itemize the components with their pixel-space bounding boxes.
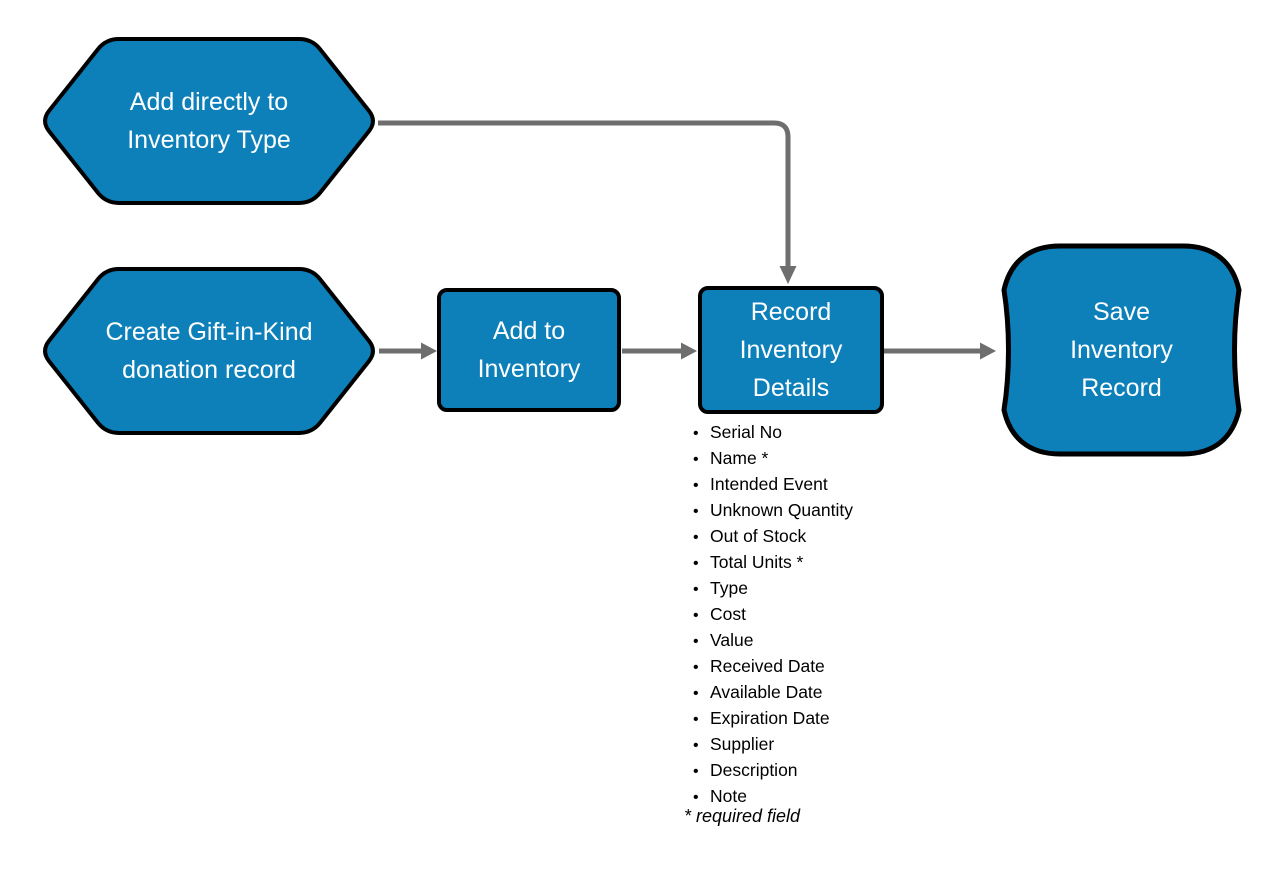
node-add-to-inventory: Add to Inventory [437,288,621,412]
node-create-gift-in-kind-donation-record [43,267,375,435]
connector-add-directly-to-record [378,120,797,284]
list-item: Cost [690,602,853,628]
label-line: Record [750,298,832,326]
label-line: Add to [492,317,566,345]
label-line: Inventory [739,336,843,364]
list-item: Value [690,628,853,654]
list-item: Available Date [690,680,853,706]
arrowhead-right-icon [421,342,437,360]
connector-create-to-add [379,342,437,360]
list-item: Type [690,576,853,602]
required-field-footnote: * required field [684,806,801,826]
node-record-inventory-details: Record Inventory Details [698,286,884,414]
connector-record-to-save [884,342,996,360]
list-item: Supplier [690,732,853,758]
arrowhead-right-icon [980,342,996,360]
list-item: Intended Event [690,472,853,498]
list-item: Unknown Quantity [690,498,853,524]
label-line: Inventory [477,355,581,383]
list-item: Description [690,758,853,784]
node-add-directly-to-inventory-type [43,37,375,205]
list-item: Received Date [690,654,853,680]
list-item: Note [690,784,853,810]
label-line: Details [752,374,830,402]
list-item: Total Units * [690,550,853,576]
connector-add-to-record [622,342,697,360]
arrowhead-right-icon [681,342,697,360]
list-item: Name * [690,446,853,472]
inventory-details-list: Serial No Name * Intended Event Unknown … [690,420,853,810]
list-item: Out of Stock [690,524,853,550]
list-item: Serial No [690,420,853,446]
node-save-inventory-record [1001,243,1242,457]
arrowhead-down-icon [779,266,797,284]
list-item: Expiration Date [690,706,853,732]
